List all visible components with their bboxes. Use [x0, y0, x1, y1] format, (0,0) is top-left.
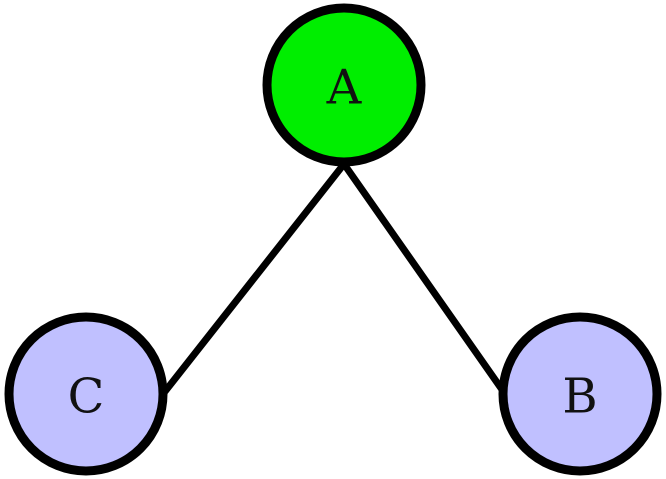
node-b-label: B	[562, 369, 597, 425]
node-c-circle	[4, 312, 168, 476]
node-a: A	[262, 3, 426, 167]
node-c: C	[4, 312, 168, 476]
node-a-circle	[262, 3, 426, 167]
edge-a-c	[159, 160, 348, 398]
edge-a-b	[340, 160, 507, 395]
node-b-circle	[498, 312, 662, 476]
node-c-label: C	[68, 369, 105, 425]
node-b: B	[498, 312, 662, 476]
node-a-label: A	[326, 60, 363, 116]
